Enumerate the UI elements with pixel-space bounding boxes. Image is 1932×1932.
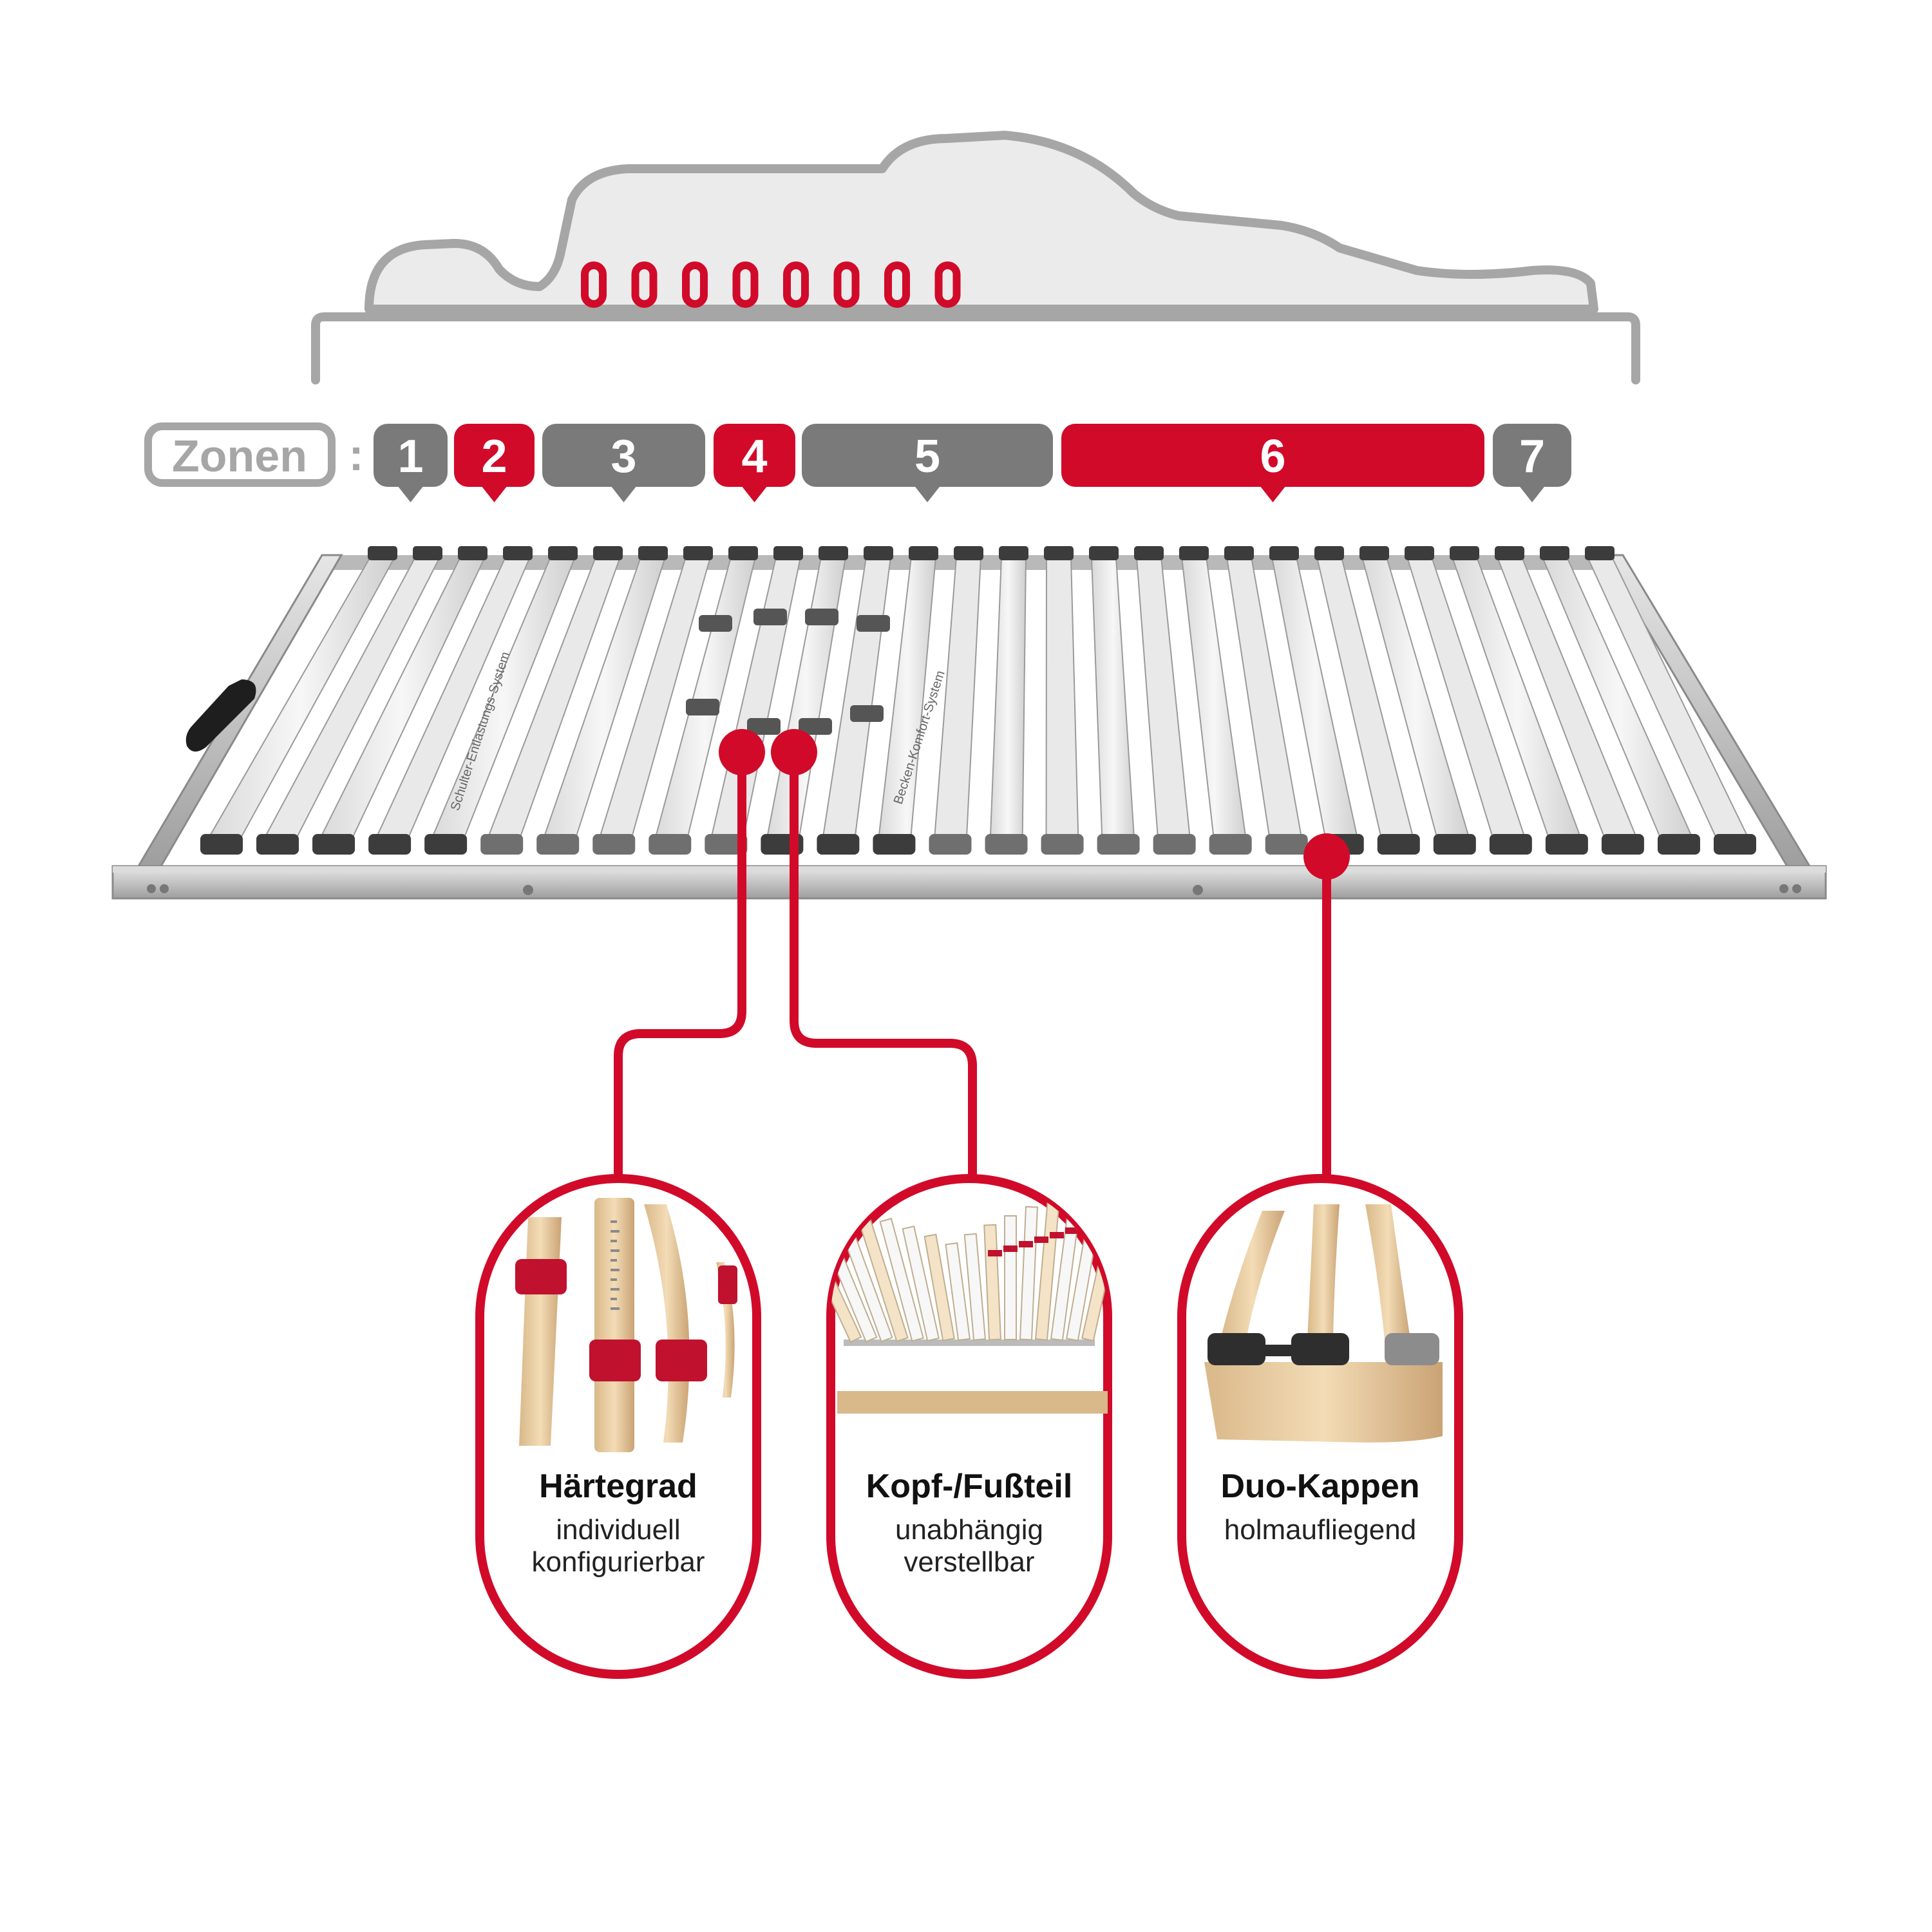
feature-hardness-line2: konfigurierbar: [531, 1546, 705, 1578]
slat: [368, 546, 533, 855]
zone-tag-7: 7: [1493, 424, 1571, 502]
zone-number: 7: [1519, 431, 1545, 482]
zone-number: 1: [397, 431, 423, 482]
zones-separator: :: [348, 430, 363, 480]
duo-caps-photo: [1204, 1204, 1443, 1443]
zone-number: 5: [914, 431, 940, 482]
feature-duo-caps-title: Duo-Kappen: [1220, 1468, 1419, 1505]
pressure-dot: [783, 261, 809, 308]
zone-tag-5: 5: [802, 424, 1053, 502]
fan-slat: [963, 1233, 987, 1341]
callout-dot-hardness: [719, 729, 765, 775]
slat: [1359, 546, 1476, 855]
hardness-slider: [747, 718, 781, 735]
feature-hardness-title: Härtegrad: [539, 1468, 697, 1505]
fan-slat: [923, 1233, 956, 1341]
slat: [1224, 546, 1308, 855]
zone-tag-1: 1: [374, 424, 448, 502]
head-foot-photo: [831, 1179, 1108, 1414]
feature-head-foot-title: Kopf-/Fußteil: [866, 1468, 1073, 1505]
slat: [256, 546, 442, 855]
zone-number: 3: [611, 431, 636, 482]
fan-slat: [879, 1217, 924, 1342]
feature-duo-caps: Duo-Kappen holmaufliegend: [1177, 1174, 1463, 1679]
callout-line-hardness: [614, 749, 746, 1184]
pressure-dot: [581, 261, 607, 308]
pressure-dot: [682, 261, 708, 308]
hardness-slider: [699, 615, 732, 632]
feature-duo-caps-line1: holmaufliegend: [1224, 1514, 1416, 1546]
slat: [1585, 546, 1756, 855]
fan-slat: [983, 1224, 1002, 1341]
zone-tag-2: 2: [454, 424, 535, 502]
slat: [1405, 546, 1532, 855]
slat: [929, 546, 983, 855]
pressure-dot: [934, 261, 961, 308]
body-silhouette: [311, 131, 1640, 384]
fan-slat: [902, 1226, 940, 1342]
slat: [1314, 546, 1420, 855]
zone-tag-3: 3: [542, 424, 705, 502]
hardness-slider: [850, 705, 884, 722]
slat: [424, 546, 578, 855]
slat: [985, 546, 1028, 855]
feature-head-foot-line2: verstellbar: [904, 1546, 1035, 1578]
pressure-dot: [884, 261, 910, 308]
zone-tag-4: 4: [714, 424, 795, 502]
slat: [873, 546, 938, 855]
front-rail: [111, 865, 1827, 900]
slat: [1089, 546, 1140, 855]
slat: [312, 546, 488, 855]
hardness-slider: [805, 609, 838, 625]
zone-number: 6: [1260, 431, 1285, 482]
feature-head-foot-line1: unabhängig: [895, 1514, 1043, 1546]
hardness-slider: [753, 609, 787, 625]
hardness-slider: [799, 718, 832, 735]
slat: [592, 546, 713, 855]
feature-head-foot: Kopf-/Fußteil unabhängig verstellbar: [826, 1174, 1112, 1679]
zones-bar: Zonen : 1 2 3 4 5 6 7: [144, 422, 1571, 502]
slat: [1134, 546, 1196, 855]
hardness-slider: [686, 699, 719, 715]
pressure-dot: [833, 261, 860, 308]
fan-slat: [1019, 1206, 1039, 1341]
hardness-slider: [857, 615, 890, 632]
slat: [1179, 546, 1252, 855]
feature-hardness-line1: individuell: [556, 1514, 680, 1546]
callout-line-head-foot: [790, 749, 977, 1184]
adjustment-strap: [185, 679, 256, 752]
zone-number: 4: [741, 431, 767, 482]
feature-hardness: Härtegrad individuell konfigurierbar: [475, 1174, 761, 1679]
slat: [1495, 546, 1644, 855]
slat: [480, 546, 623, 855]
zones-label: Zonen: [172, 431, 307, 481]
fan-slat: [945, 1242, 971, 1341]
zone-number: 2: [481, 431, 507, 482]
pressure-dot: [732, 261, 759, 308]
fan-slat: [831, 1191, 862, 1343]
callout-dot-duo-caps: [1303, 833, 1350, 880]
slat: [1450, 546, 1588, 855]
callout-dot-head-foot: [771, 729, 817, 775]
slat: [1540, 546, 1700, 855]
pressure-points: [581, 261, 961, 308]
slat: [536, 546, 668, 855]
slat: [200, 546, 397, 855]
fan-slat: [1003, 1215, 1018, 1340]
slatted-frame: Schulter-Entlastungs-System Becken-Komfo…: [111, 546, 1827, 900]
zone-tag-6: 6: [1061, 424, 1484, 502]
slat: [1041, 546, 1084, 855]
hardness-photo: [515, 1198, 737, 1452]
pressure-dot: [631, 261, 658, 308]
callout-connectors: [614, 749, 1331, 1184]
